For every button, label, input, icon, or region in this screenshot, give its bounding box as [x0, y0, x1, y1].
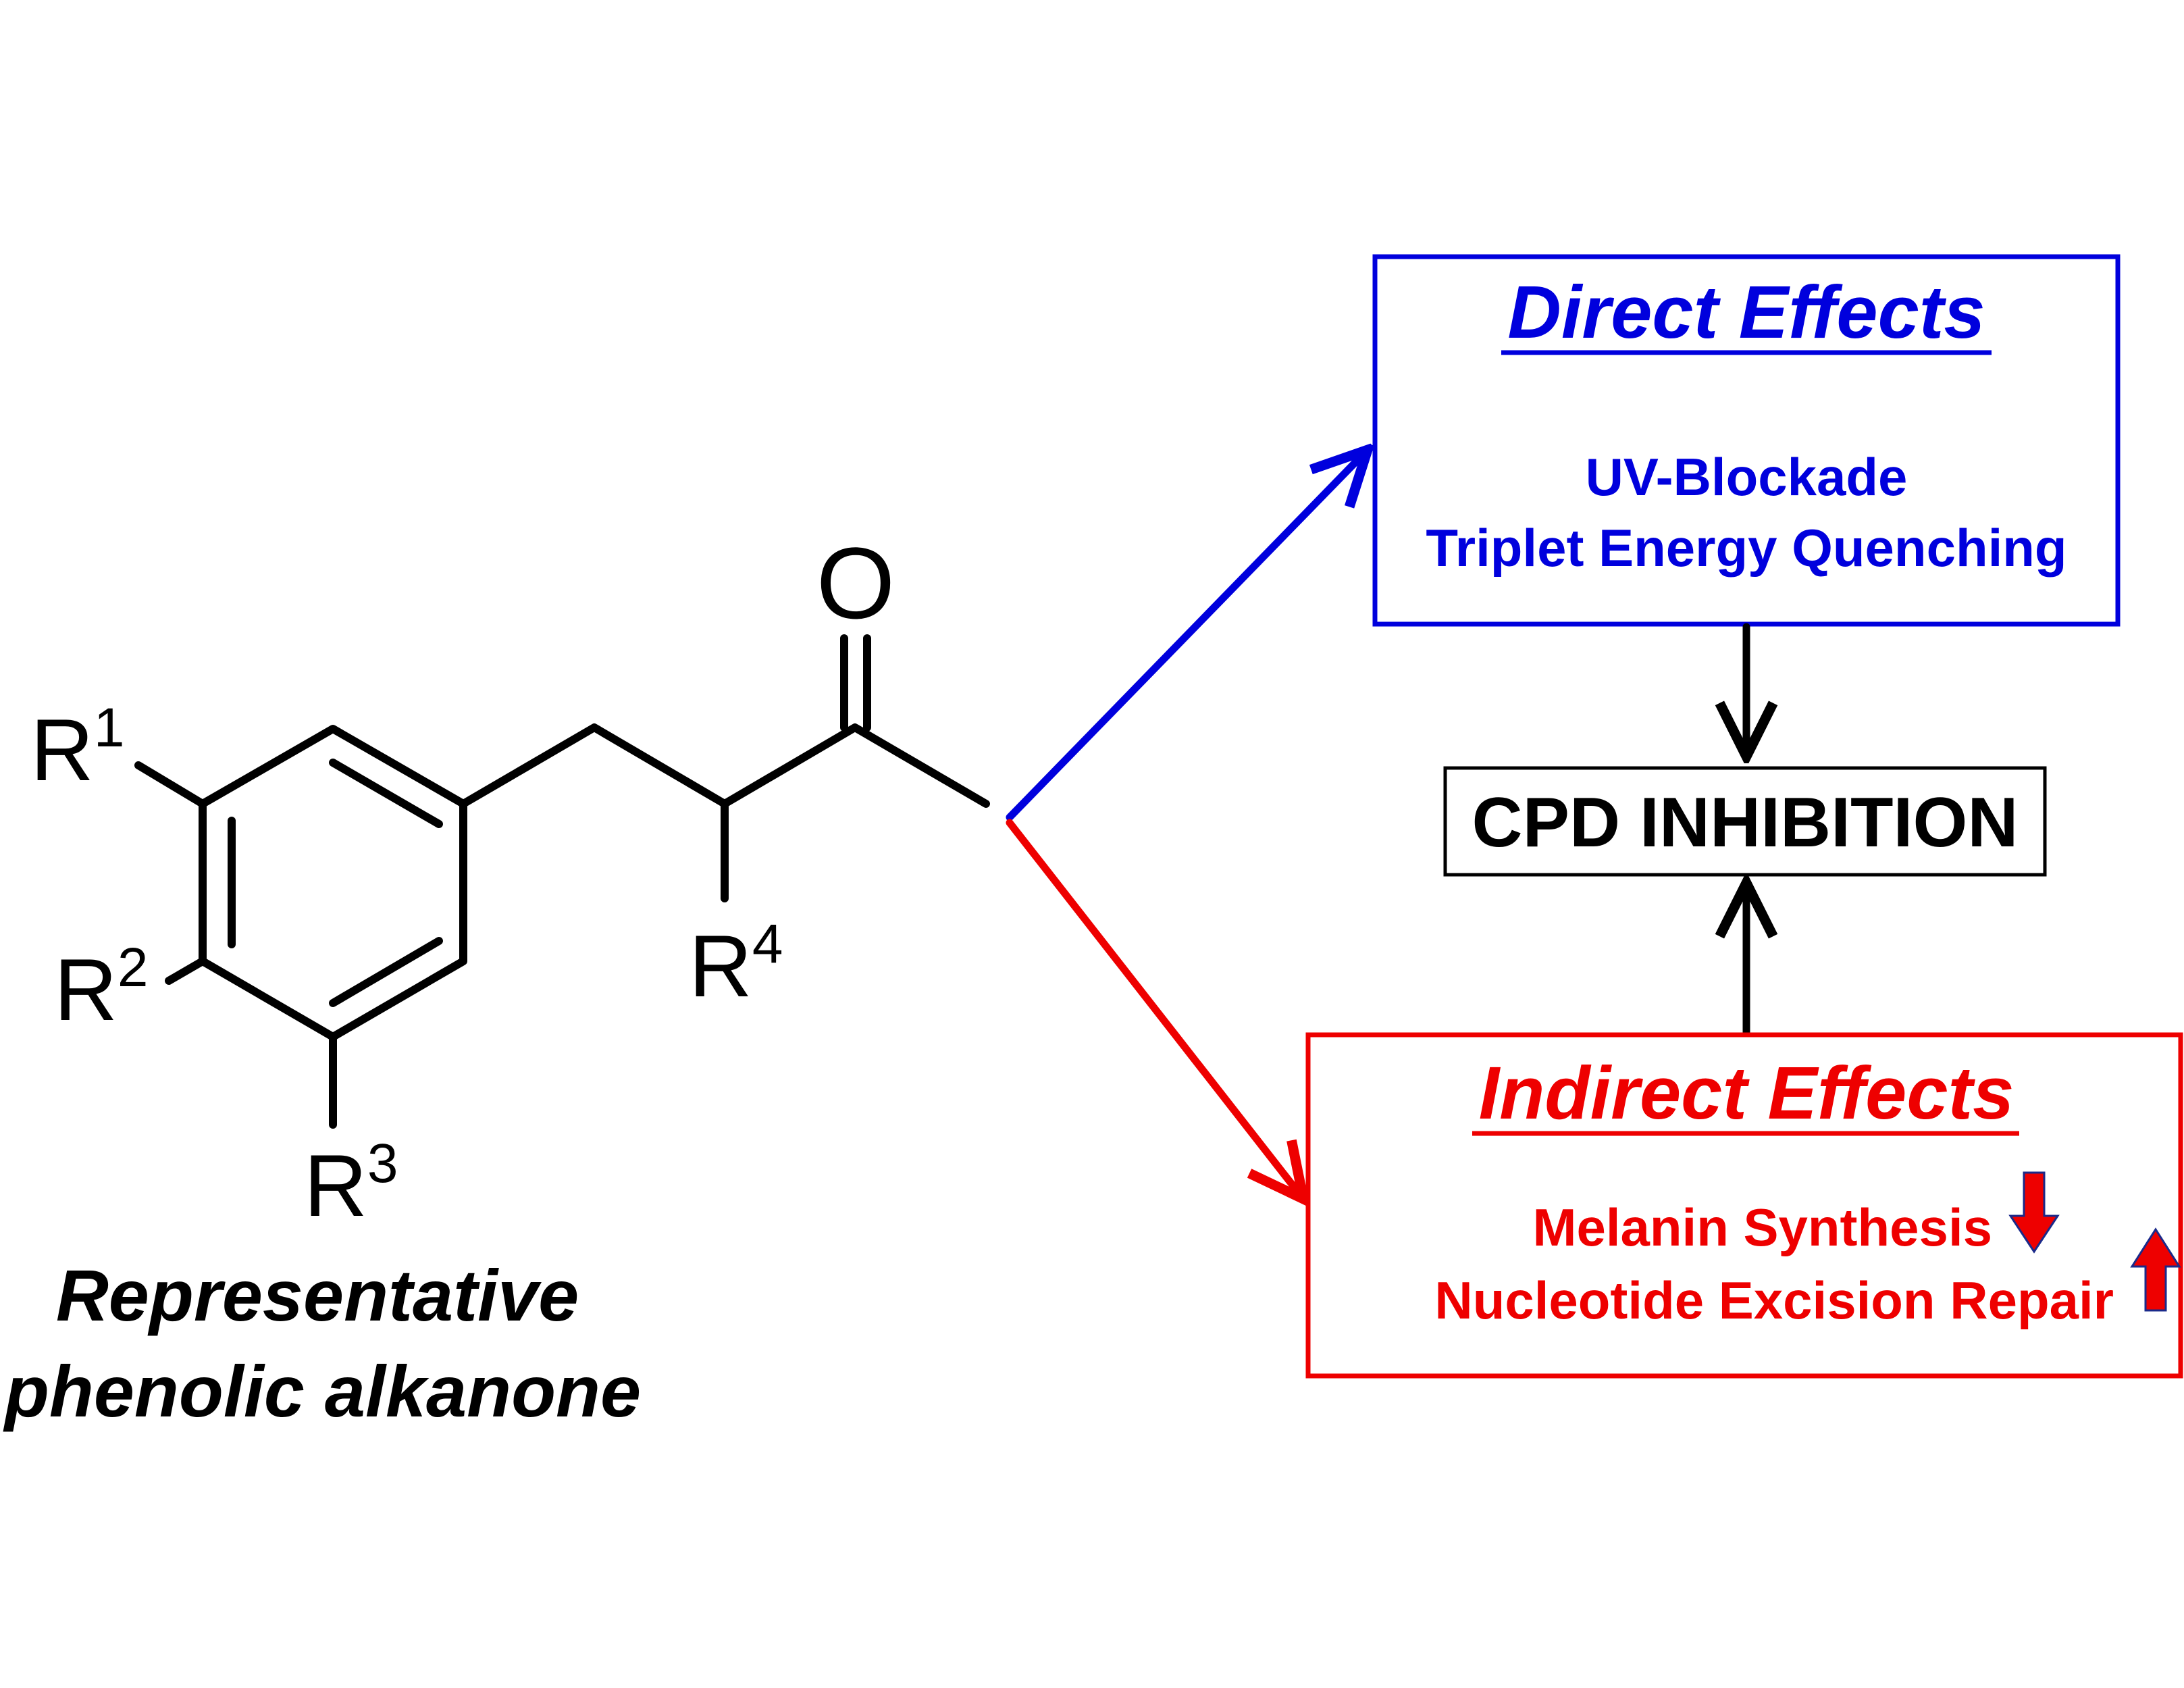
- red-pathway-arrow: [1006, 819, 1303, 1199]
- direct-effects-item-2: Triplet Energy Quenching: [1426, 518, 2066, 578]
- r4-label: R4: [689, 913, 783, 1015]
- direct-effects-box: Direct Effects UV-Blockade Triplet Energ…: [1372, 254, 2121, 627]
- ring-double-bond: [329, 759, 443, 828]
- r1-label: R1: [30, 697, 125, 799]
- direct-effects-item-1: UV-Blockade: [1586, 447, 1908, 507]
- cpd-inhibition-label: CPD INHIBITION: [1472, 784, 2019, 862]
- r2-bond: [165, 957, 207, 985]
- oxygen-label: O: [816, 526, 895, 640]
- molecule-caption-line1: Representative: [56, 1254, 579, 1336]
- direct-effects-title: Direct Effects: [1507, 271, 1985, 354]
- cpd-inhibition-box: CPD INHIBITION: [1443, 766, 2047, 877]
- ring-double-bond: [329, 937, 443, 1007]
- alkyl-chain: [459, 723, 990, 808]
- r1-bond: [134, 761, 207, 808]
- indirect-effects-item-2: Nucleotide Excision Repair: [1434, 1271, 2114, 1330]
- down-arrow-icon: [2008, 1171, 2060, 1254]
- r2-label: R2: [54, 937, 149, 1039]
- blue-pathway-arrow: [1006, 450, 1368, 821]
- r3-label: R3: [304, 1133, 398, 1235]
- indirect-effects-title: Indirect Effects: [1479, 1052, 2014, 1135]
- up-arrow-icon: [2130, 1227, 2181, 1312]
- molecule-caption-line2: phenolic alkanone: [3, 1350, 641, 1432]
- indirect-effects-box: Indirect Effects Melanin Synthesis Nucle…: [1305, 1032, 2183, 1379]
- molecule-structure: [134, 634, 990, 1129]
- indirect-effects-item-1: Melanin Synthesis: [1532, 1198, 1992, 1257]
- benzene-ring: [199, 725, 467, 1041]
